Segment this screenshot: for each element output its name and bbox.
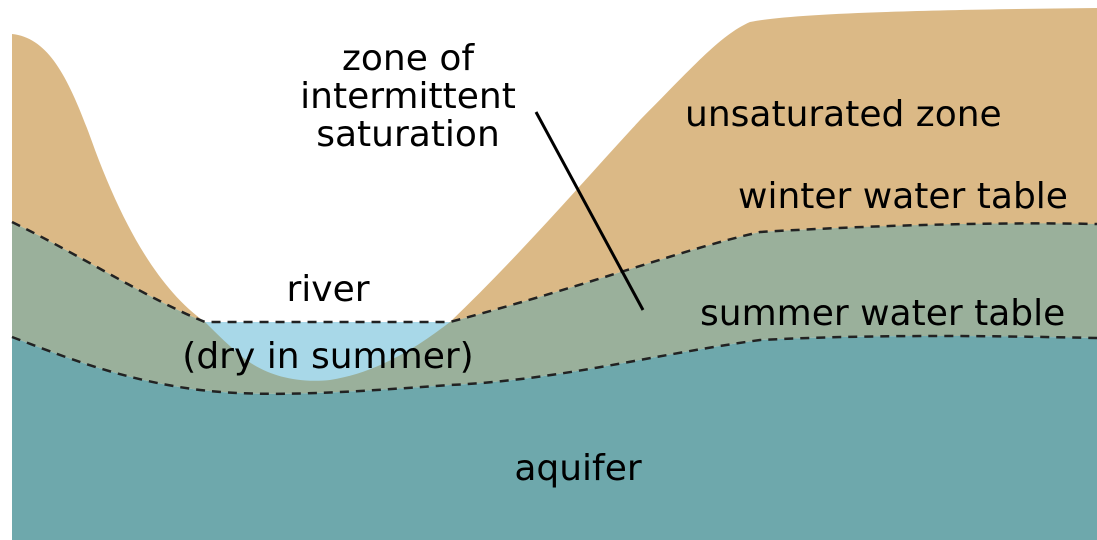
zone-label-line2: intermittent: [300, 76, 516, 117]
zone-label-line1: zone of: [342, 38, 475, 79]
leader-line: [534, 111, 645, 311]
aquifer-region: [12, 336, 1097, 540]
river-label: river: [286, 269, 369, 310]
unsaturated-zone-region: [12, 8, 1097, 322]
river-water: [205, 322, 450, 381]
summer-water-table-line: [11, 334, 1097, 396]
winter-water-table-label: winter water table: [738, 176, 1068, 217]
aquifer-label: aquifer: [514, 448, 642, 489]
zone-label-line3: saturation: [316, 114, 500, 155]
summer-water-table-label: summer water table: [700, 293, 1065, 334]
dry-in-summer-label: (dry in summer): [182, 336, 473, 377]
unsaturated-zone-label: unsaturated zone: [685, 94, 1002, 135]
winter-water-table-line: [11, 220, 1097, 324]
